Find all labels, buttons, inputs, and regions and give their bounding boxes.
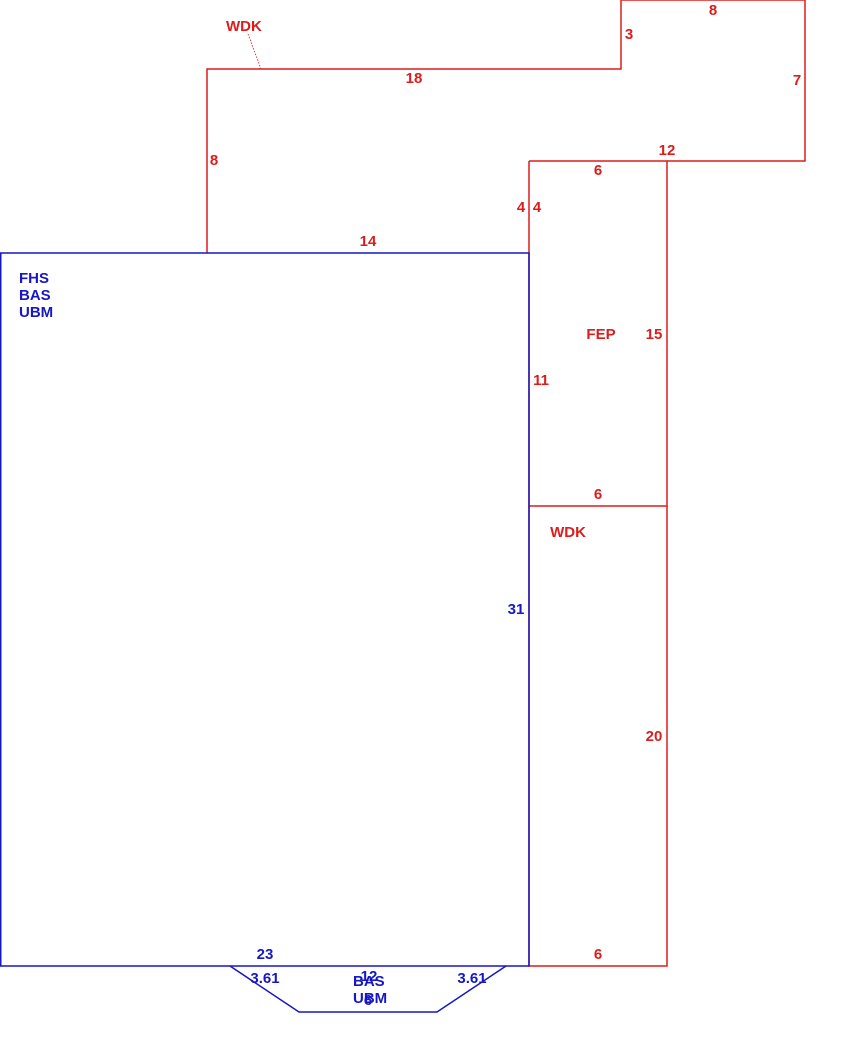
red-labels: WDK 18 3 8 7 12 8 14 4 FEP 6 4 15 6 WDK … (210, 2, 801, 963)
main-house-code: BAS (19, 287, 51, 304)
bay-code: UBM (353, 990, 387, 1007)
main-house-outline (0, 252, 530, 967)
dim-label: 14 (360, 233, 377, 250)
dim-label: 11 (533, 372, 549, 389)
lower-deck-code: WDK (550, 524, 586, 541)
dim-label: 3 (625, 26, 633, 43)
upper-deck-outline (206, 0, 806, 253)
dim-label: 3.61 (250, 970, 279, 987)
dim-label: 18 (406, 70, 423, 87)
dim-label: 6 (594, 486, 602, 503)
dim-label: 15 (646, 326, 663, 343)
blue-labels: FHS BAS UBM 31 23 3.61 12 3.61 6 BAS UBM (19, 270, 524, 1009)
upper-deck-code: WDK (226, 18, 262, 35)
wdk-leader-line (247, 33, 262, 70)
dim-label: 31 (508, 601, 525, 618)
dim-label: 3.61 (457, 970, 486, 987)
bay-outline (229, 965, 507, 1013)
dim-label: 12 (361, 968, 378, 985)
red-outlines (206, 0, 806, 967)
bay-code: BAS (353, 973, 385, 990)
dim-label: 6 (364, 992, 372, 1009)
main-house-code: FHS (19, 270, 49, 287)
blue-outlines (0, 252, 530, 1013)
dim-label: 8 (709, 2, 717, 19)
dim-label: 6 (594, 946, 602, 963)
porch-code: FEP (586, 326, 615, 343)
dim-label: 23 (257, 946, 274, 963)
dim-label: 4 (533, 199, 542, 216)
dim-label: 20 (646, 728, 663, 745)
dim-label: 12 (659, 142, 676, 159)
dim-label: 8 (210, 152, 218, 169)
dim-label: 7 (793, 72, 801, 89)
dim-label: 4 (517, 199, 526, 216)
main-house-code: UBM (19, 304, 53, 321)
dim-label: 6 (594, 162, 602, 179)
